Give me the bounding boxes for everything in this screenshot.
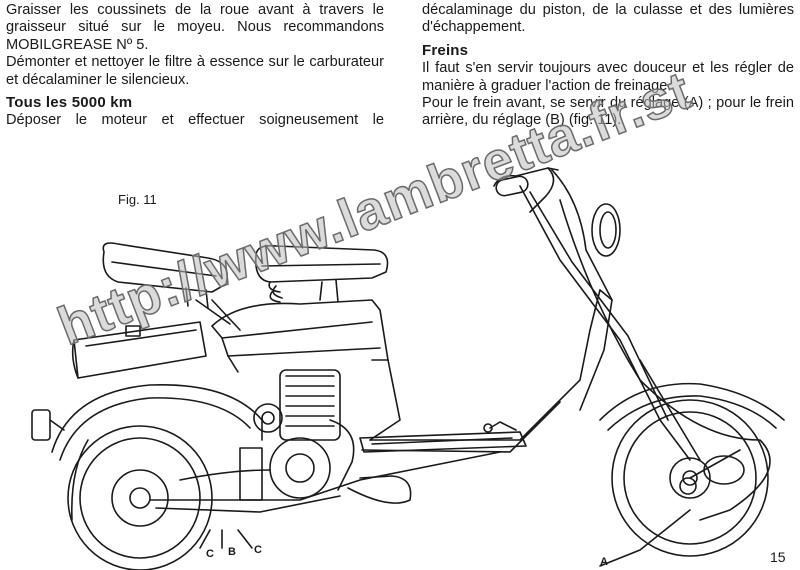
figure-label: Fig. 11 — [118, 192, 157, 207]
front-saddle — [254, 244, 389, 303]
front-fender — [599, 382, 785, 421]
right-text-column: décalaminage du piston, de la culasse et… — [422, 2, 794, 130]
paragraph-brake-adjust: Pour le frein avant, se servir du réglag… — [422, 95, 794, 129]
brake-cable — [559, 199, 771, 521]
heading-5000km: Tous les 5000 km — [6, 94, 133, 112]
rear-wheel — [67, 425, 213, 570]
handlebar — [493, 167, 613, 301]
frame — [211, 289, 613, 453]
steering-column — [519, 185, 701, 461]
rear-fender — [51, 383, 263, 453]
exhaust — [347, 475, 412, 504]
paragraph-fuel-filter: Démonter et nettoyer le filtre à essence… — [6, 54, 384, 88]
rear-saddle — [102, 242, 241, 331]
rear-storage-box — [71, 321, 207, 379]
callout-c-left: C — [206, 548, 214, 560]
footboard — [359, 431, 527, 453]
page-number: 15 — [770, 549, 786, 565]
paragraph-brake-use: Il faut s'en servir toujours avec douceu… — [422, 60, 794, 94]
heading-brakes: Freins — [422, 41, 469, 59]
paragraph-decarbonizing: décalaminage du piston, de la culasse et… — [422, 2, 794, 36]
paragraph-engine-removal: Déposer le moteur et effectuer soigneuse… — [6, 112, 384, 129]
front-brake-hub — [679, 449, 745, 495]
left-text-column: Graisser les coussinets de la roue avant… — [6, 2, 384, 130]
front-wheel — [611, 399, 769, 557]
headlamp — [591, 203, 621, 257]
rear-light — [31, 409, 51, 441]
callout-a: A — [600, 556, 608, 568]
callout-b: B — [228, 546, 236, 558]
paragraph-front-wheel-grease: Graisser les coussinets de la roue avant… — [6, 2, 384, 53]
callout-c-right: C — [254, 544, 262, 556]
